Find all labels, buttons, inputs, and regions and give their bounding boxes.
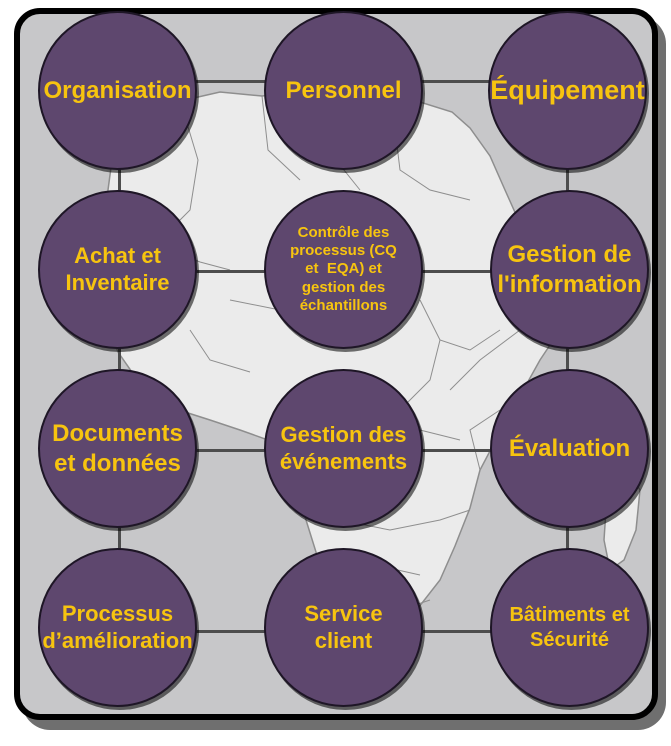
node-processus-amelioration-label: Processus d’amélioration [42, 600, 193, 653]
node-controle-processus-label: Contrôle des processus (CQ et EQA) et ge… [290, 223, 397, 314]
node-gestion-information: Gestion de l'information [490, 190, 649, 349]
node-achat-inventaire: Achat et Inventaire [38, 190, 197, 349]
connector-line [118, 150, 121, 560]
node-processus-amelioration: Processus d’amélioration [38, 548, 197, 707]
node-gestion-evenements-label: Gestion des événements [279, 421, 408, 474]
node-batiments-securite: Bâtiments et Sécurité [490, 548, 649, 707]
node-gestion-information-label: Gestion de l'information [497, 241, 642, 298]
node-batiments-securite-label: Bâtiments et Sécurité [509, 604, 630, 651]
node-evaluation-label: Évaluation [508, 434, 631, 462]
connector-line [566, 150, 569, 560]
node-achat-inventaire-label: Achat et Inventaire [65, 242, 170, 295]
node-organisation-label: Organisation [43, 76, 192, 104]
node-equipement-label: Équipement [490, 75, 645, 106]
node-service-client-label: Service client [304, 600, 383, 653]
node-documents-donnees: Documents et données [38, 369, 197, 528]
node-controle-processus: Contrôle des processus (CQ et EQA) et ge… [264, 190, 423, 349]
node-documents-donnees-label: Documents et données [52, 420, 183, 477]
node-evaluation: Évaluation [490, 369, 649, 528]
node-personnel: Personnel [264, 11, 423, 170]
node-equipement: Équipement [488, 11, 647, 170]
node-service-client: Service client [264, 548, 423, 707]
node-organisation: Organisation [38, 11, 197, 170]
node-personnel-label: Personnel [285, 76, 402, 104]
node-gestion-evenements: Gestion des événements [264, 369, 423, 528]
